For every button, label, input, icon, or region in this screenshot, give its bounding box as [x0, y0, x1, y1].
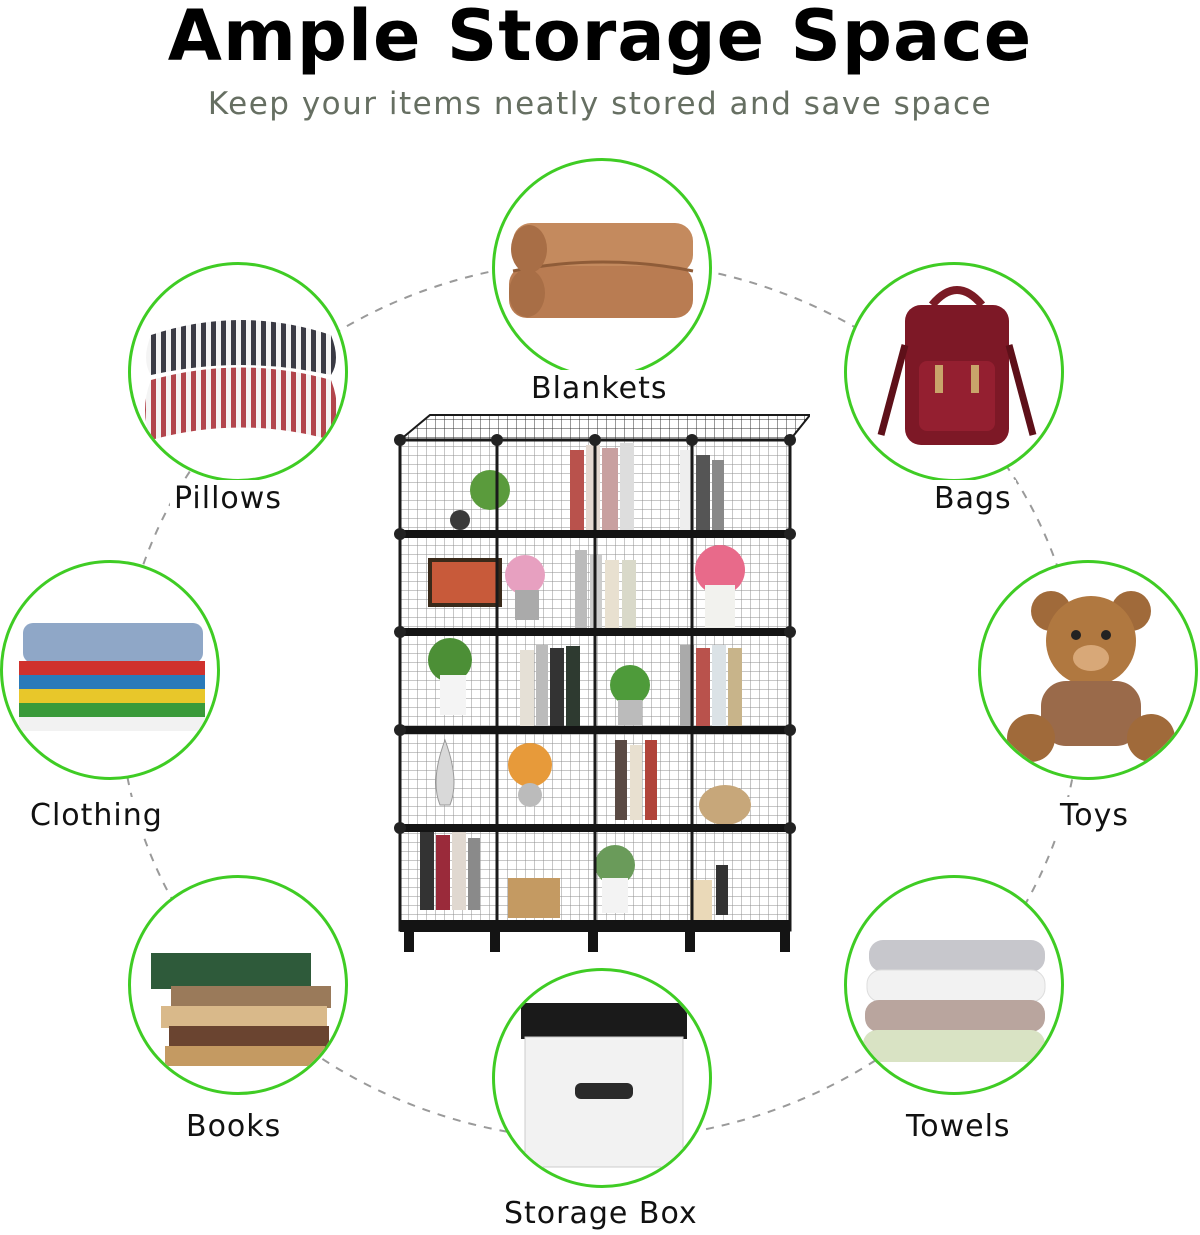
books-icon — [151, 953, 331, 1066]
page-title: Ample Storage Space — [167, 0, 1033, 77]
toys-circle — [978, 560, 1198, 780]
storage-box-circle — [492, 968, 712, 1188]
pillows-label: Pillows — [170, 480, 286, 518]
toys-label: Toys — [1056, 797, 1133, 835]
clothing-circle — [0, 560, 220, 780]
folded-clothing-icon — [19, 623, 205, 731]
backpack-icon — [877, 286, 1037, 445]
blanket-icon — [509, 223, 694, 318]
pillows-icon — [145, 320, 337, 440]
storage-box-icon — [521, 1003, 687, 1168]
blankets-label: Blankets — [527, 370, 672, 408]
books-label: Books — [182, 1108, 286, 1146]
clothing-label: Clothing — [26, 797, 167, 835]
bags-circle — [844, 262, 1064, 482]
blankets-circle — [492, 158, 712, 378]
bags-label: Bags — [930, 480, 1016, 518]
towels-circle — [844, 875, 1064, 1095]
pillows-circle — [128, 262, 348, 482]
books-circle — [128, 875, 348, 1095]
towels-label: Towels — [902, 1108, 1015, 1146]
storage-box-label: Storage Box — [500, 1195, 702, 1233]
wire-cube-shelf-image — [394, 414, 810, 952]
towels-icon — [863, 940, 1046, 1062]
page-subtitle: Keep your items neatly stored and save s… — [207, 86, 993, 122]
teddy-bear-icon — [1007, 591, 1175, 762]
